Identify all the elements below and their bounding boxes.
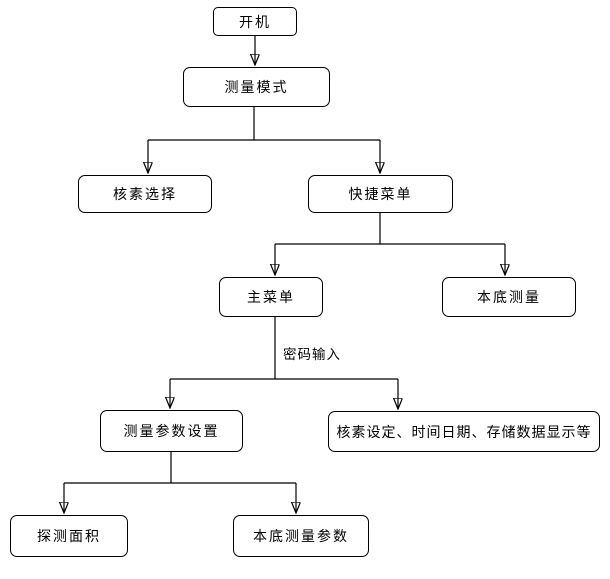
node-main-menu: 主菜单 [219, 277, 323, 317]
node-measure-mode: 测量模式 [183, 67, 330, 107]
edge-label-password-input: 密码输入 [283, 347, 341, 362]
node-background-measure: 本底测量 [442, 277, 576, 317]
node-background-measure-param: 本底测量参数 [233, 515, 369, 557]
node-detect-area: 探测面积 [10, 515, 128, 557]
node-settings-misc: 核素设定、时间日期、存储数据显示等 [328, 411, 600, 452]
node-quick-menu: 快捷菜单 [308, 175, 453, 213]
node-power-on: 开机 [213, 7, 297, 36]
node-nuclide-select: 核素选择 [78, 175, 212, 213]
node-measure-param-setting: 测量参数设置 [100, 410, 243, 452]
